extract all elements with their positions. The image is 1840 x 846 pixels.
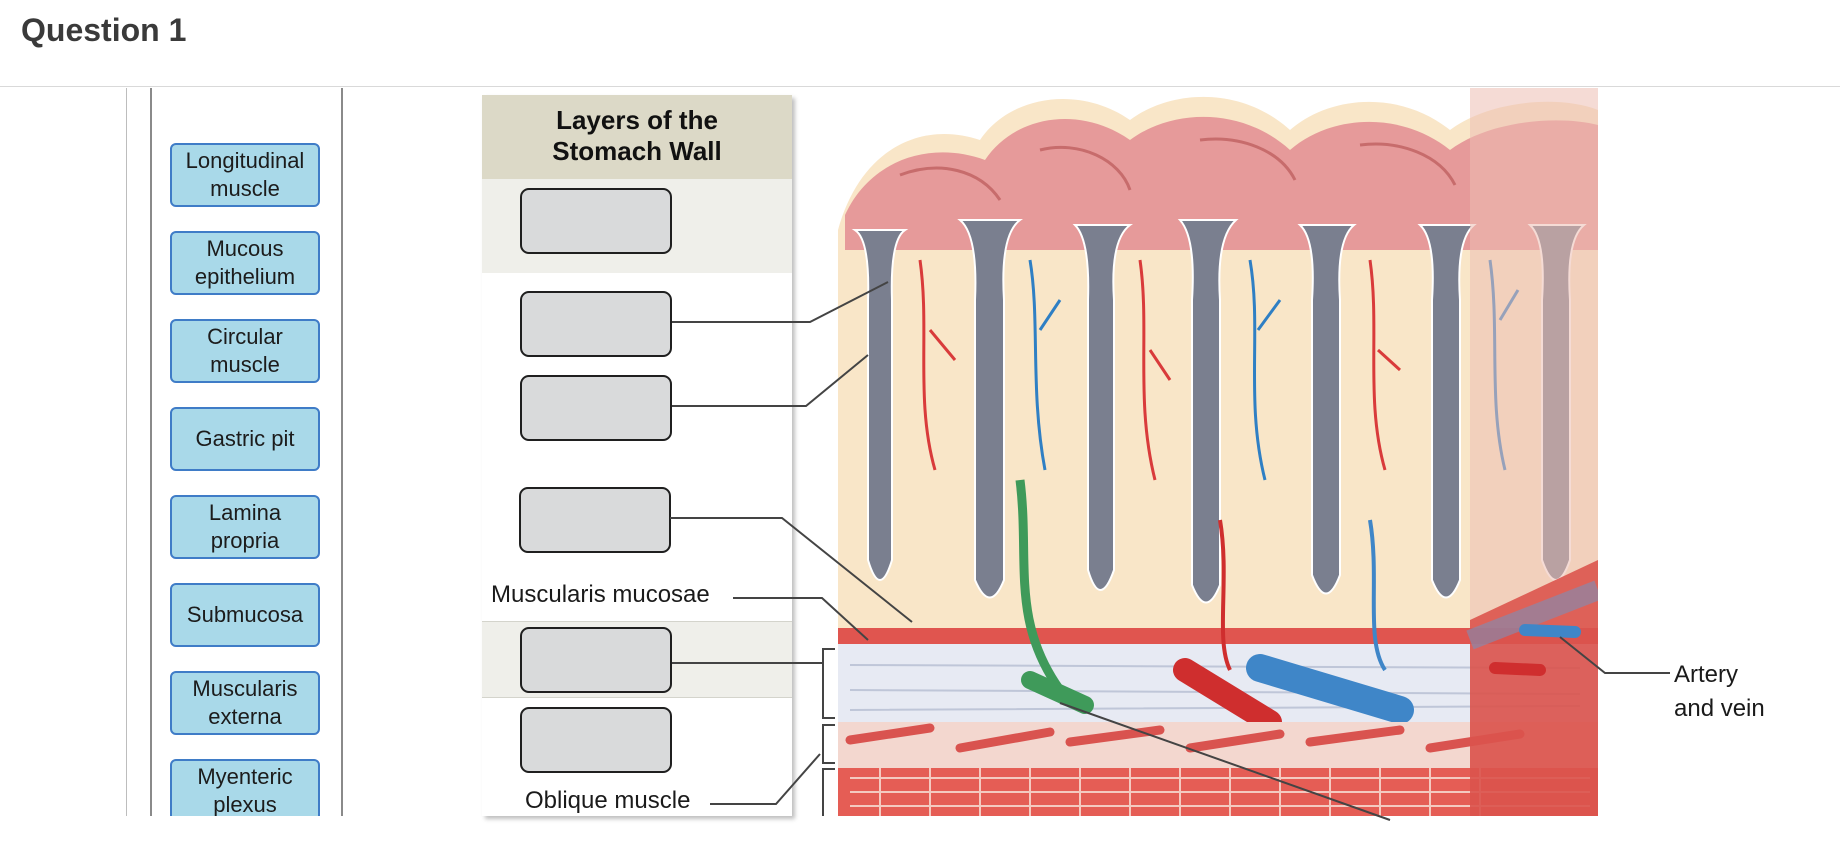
question-title: Question 1 xyxy=(21,12,187,48)
drop-target-2[interactable] xyxy=(520,291,672,357)
chip-longitudinal-muscle[interactable]: Longitudinal muscle xyxy=(170,143,320,207)
chip-myenteric-plexus[interactable]: Myenteric plexus xyxy=(170,759,320,816)
header-divider xyxy=(0,86,1840,87)
panel-header xyxy=(482,95,792,179)
label-muscularis-mucosae: Muscularis mucosae xyxy=(491,581,710,608)
drop-target-1[interactable] xyxy=(520,188,672,254)
chip-muscularis-externa[interactable]: Muscularis externa xyxy=(170,671,320,735)
label-artery-and-vein: Artery and vein xyxy=(1674,658,1765,726)
chip-submucosa[interactable]: Submucosa xyxy=(170,583,320,647)
left-gutter-line xyxy=(126,88,127,816)
label-artery-line1: Artery xyxy=(1674,661,1739,688)
drop-target-4[interactable] xyxy=(519,487,671,553)
drop-target-3[interactable] xyxy=(520,375,672,441)
nerve-green xyxy=(1015,479,1064,693)
chip-gastric-pit[interactable]: Gastric pit xyxy=(170,407,320,471)
leader-lines xyxy=(670,281,1670,821)
answer-bank: Longitudinal muscle Mucous epithelium Ci… xyxy=(152,88,342,816)
vein-blue xyxy=(1246,654,1414,724)
chip-circular-muscle[interactable]: Circular muscle xyxy=(170,319,320,383)
diagram-label-panel: Layers of the Stomach Wall xyxy=(482,95,792,816)
panel-title: Layers of the Stomach Wall xyxy=(482,105,792,167)
bank-right-border xyxy=(341,88,343,816)
label-artery-line2: and vein xyxy=(1674,695,1765,722)
drop-target-5[interactable] xyxy=(520,627,672,693)
panel-title-line1: Layers of the xyxy=(556,105,718,135)
drop-target-6[interactable] xyxy=(520,707,672,773)
label-oblique-muscle: Oblique muscle xyxy=(525,787,691,814)
bank-left-border xyxy=(150,88,152,816)
band-divider xyxy=(482,621,792,622)
nerve-green-trunk xyxy=(1021,671,1094,714)
panel-title-line2: Stomach Wall xyxy=(552,136,722,166)
artery-red xyxy=(1173,658,1282,734)
chip-lamina-propria[interactable]: Lamina propria xyxy=(170,495,320,559)
band-divider xyxy=(482,697,792,698)
chip-mucous-epithelium[interactable]: Mucous epithelium xyxy=(170,231,320,295)
